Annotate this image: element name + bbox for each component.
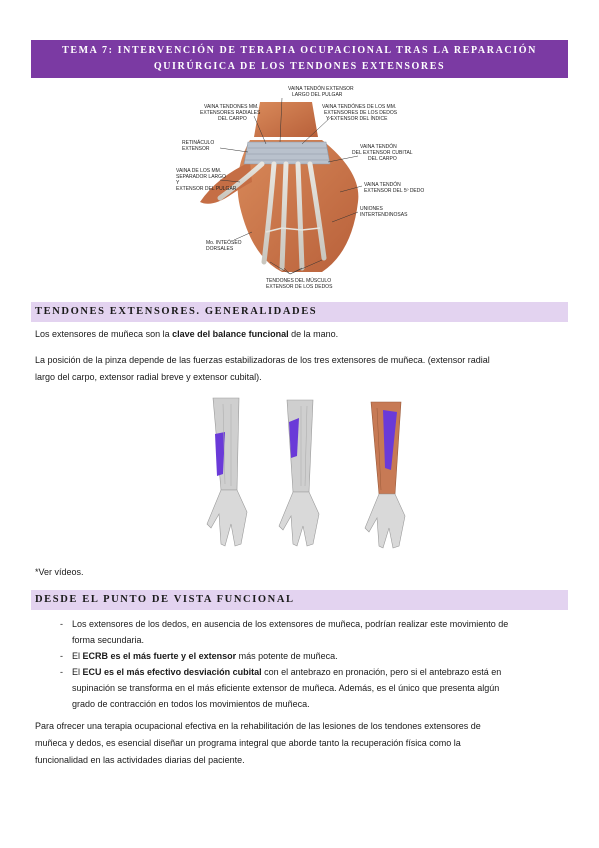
forearm-3: [364, 401, 406, 549]
label-ecr-2: EXTENSORES RADIALES: [200, 110, 261, 116]
label-retinaculo-2: EXTENSOR: [182, 146, 210, 152]
item3-line-3: grado de contracción en todos los movimi…: [72, 699, 310, 709]
p2-line-2: largo del carpo, extensor radial breve y…: [35, 372, 262, 382]
list-dash: -: [60, 667, 63, 677]
title-line-2: QUIRÚRGICA DE LOS TENDONES EXTENSORES: [153, 61, 446, 72]
label-ecu-2: DEL EXTENSOR CUBITAL: [352, 150, 413, 156]
hand-tendon-illustration: VAINA TENDÓN EXTENSOR LARGO DEL PULGAR V…: [176, 85, 424, 290]
label-ecr-1: VAINA TENDONES MM.: [204, 104, 259, 110]
list-dash: -: [60, 619, 63, 629]
label-uniones-2: INTERTENDINOSAS: [360, 212, 408, 218]
label-apl-1: VAINA DE LOS MM.: [176, 168, 221, 174]
item2-pre: El: [72, 651, 83, 661]
section-heading-generalidades: TENDONES EXTENSORES. GENERALIDADES: [31, 302, 568, 322]
label-apl-2: SEPARADOR LARGO: [176, 174, 226, 180]
label-interoseo-1: Mo. INTEÓSEO: [206, 239, 242, 246]
list-item: - Los extensores de los dedos, en ausenc…: [35, 616, 565, 648]
item3-pre: El: [72, 667, 83, 677]
paragraph-closing: Para ofrecer una terapia ocupacional efe…: [35, 718, 565, 769]
closing-line-1: Para ofrecer una terapia ocupacional efe…: [35, 721, 481, 731]
label-epl-1: VAINA TENDÓN EXTENSOR: [288, 85, 354, 92]
closing-line-2: muñeca y dedos, es esencial diseñar un p…: [35, 738, 461, 748]
forearm-muscles-illustration: [206, 397, 406, 549]
forearm-2: [278, 399, 320, 547]
label-apl-4: EXTENSOR DEL PULGAR: [176, 186, 237, 192]
p2-line-1: La posición de la pinza depende de las f…: [35, 355, 490, 365]
label-ecu-3: DEL CARPO: [368, 156, 397, 162]
label-edm-2: EXTENSOR DEL 5º DEDO: [364, 188, 424, 194]
item2-post: más potente de muñeca.: [236, 651, 338, 661]
forearm-1: [206, 397, 248, 547]
list-dash: -: [60, 651, 63, 661]
label-epl-2: LARGO DEL PULGAR: [292, 92, 343, 98]
functional-list: - Los extensores de los dedos, en ausenc…: [35, 616, 565, 712]
label-tendones-1: TENDONES DEL MÚSCULO: [266, 277, 331, 284]
label-ed-3: Y EXTENSOR DEL ÍNDICE: [326, 115, 388, 122]
paragraph-balance: Los extensores de muñeca son la clave de…: [35, 326, 565, 343]
title-line-1: TEMA 7: INTERVENCIÓN DE TERAPIA OCUPACIO…: [62, 45, 537, 56]
paragraph-pinza: La posición de la pinza depende de las f…: [35, 352, 565, 386]
item3-bold: ECU es el más efectivo desviación cubita…: [82, 667, 262, 677]
section-heading-funcional: DESDE EL PUNTO DE VISTA FUNCIONAL: [31, 590, 568, 610]
note-ver-videos: *Ver vídeos.: [35, 567, 84, 577]
label-interoseo-2: DORSALES: [206, 246, 234, 252]
label-retinaculo-1: RETINÁCULO: [182, 139, 214, 146]
item1-line-1: Los extensores de los dedos, en ausencia…: [72, 619, 509, 629]
list-item: - El ECU es el más efectivo desviación c…: [35, 664, 565, 712]
item3-post: con el antebrazo en pronación, pero si e…: [261, 667, 502, 677]
p1-text-end: de la mano.: [288, 329, 339, 339]
document-title: TEMA 7: INTERVENCIÓN DE TERAPIA OCUPACIO…: [31, 40, 568, 78]
label-ed-2: EXTENSORES DE LOS DEDOS: [324, 110, 398, 116]
p1-text: Los extensores de muñeca son la: [35, 329, 173, 339]
item2-bold: ECRB es el más fuerte y el extensor: [82, 651, 237, 661]
label-ecu-1: VAINA TENDÓN: [360, 143, 397, 150]
item1-line-2: forma secundaria.: [72, 635, 145, 645]
label-apl-3: Y: [176, 180, 180, 186]
label-uniones-1: UNIONES: [360, 206, 383, 212]
label-ecr-3: DEL CARPO: [218, 116, 247, 122]
list-item: - El ECRB es el más fuerte y el extensor…: [35, 648, 565, 664]
label-tendones-2: EXTENSOR DE LOS DEDOS: [266, 284, 333, 290]
item3-line-2: supinación se transforma en el más efici…: [72, 683, 500, 693]
label-ed-1: VAINA TENDÓNES DE LOS MM.: [322, 103, 396, 110]
label-edm-1: VAINA TENDÓN: [364, 181, 401, 188]
p1-bold: clave del balance funcional: [172, 329, 289, 339]
closing-line-3: funcionalidad en las actividades diarias…: [35, 755, 245, 765]
